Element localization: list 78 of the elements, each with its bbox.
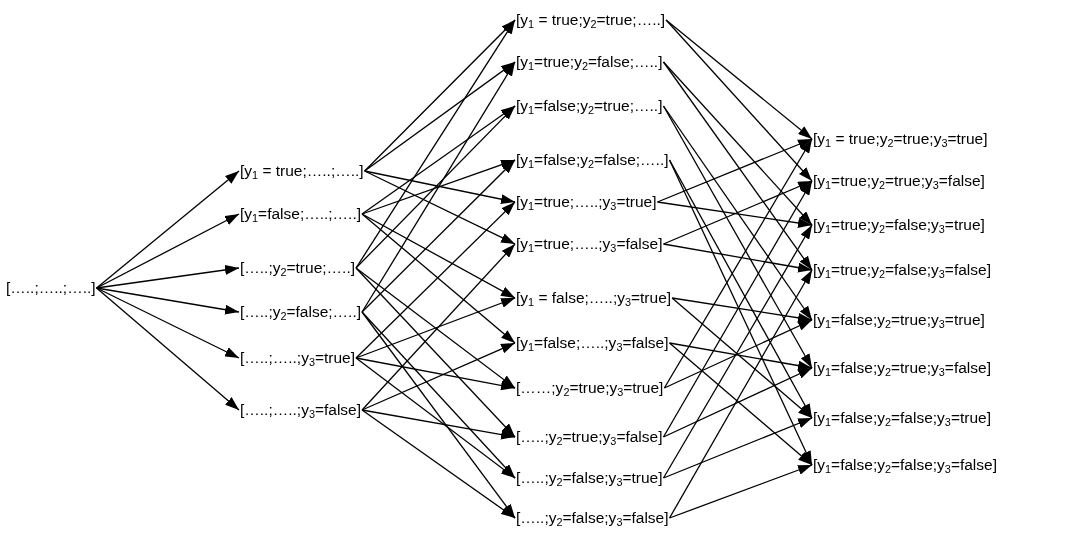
arrow <box>364 19 516 172</box>
arrow <box>361 311 516 519</box>
state-label: [y$_{1}$=true;y$_{2}$=false;…..] <box>516 53 663 71</box>
arrow <box>361 159 516 215</box>
arrow <box>656 201 813 228</box>
arrow <box>95 170 240 289</box>
arrow <box>663 138 813 389</box>
state-label: [y$_{1}$=false;y$_{2}$=false;y$_{3}$=false] <box>813 456 997 474</box>
arrow <box>668 342 813 466</box>
arrow <box>95 265 240 289</box>
state-label: [y$_{1}$=false;y$_{2}$=true;y$_{3}$=false] <box>813 359 991 377</box>
state-label: [y$_{1}$=true;y$_{2}$=false;y$_{3}$=false] <box>813 261 991 279</box>
state-label: [y$_{1}$ = false;…..;y$_{3}$=true] <box>516 289 672 307</box>
arrow <box>95 287 240 315</box>
arrow <box>355 267 516 438</box>
arrow <box>662 417 813 479</box>
arrow <box>668 464 813 519</box>
arrow <box>671 297 813 323</box>
arrow <box>668 269 813 519</box>
arrow <box>355 19 516 269</box>
arrow <box>663 319 813 389</box>
state-label: [y$_{1}$=false;…..;…..] <box>240 205 362 223</box>
state-label: […..;…..;…..] <box>6 279 96 297</box>
arrow <box>662 243 813 273</box>
arrow <box>355 297 516 359</box>
state-label: [y$_{1}$ = true;y$_{2}$=true;…..] <box>516 11 666 29</box>
arrow <box>656 138 813 203</box>
arrow <box>662 61 813 226</box>
arrow <box>662 180 813 245</box>
arrow <box>95 287 240 411</box>
arrow <box>361 342 516 411</box>
arrow <box>668 159 813 419</box>
state-label: […..;…..;y$_{3}$=true] <box>240 349 355 367</box>
arrow <box>95 287 240 359</box>
state-label: [y$_{1}$ = true;y$_{2}$=true;y$_{3}$=true] <box>813 130 988 148</box>
arrow <box>361 159 516 313</box>
state-label: […..;y$_{2}$=false;…..] <box>240 303 362 321</box>
arrow <box>355 201 516 359</box>
arrow <box>364 61 516 172</box>
arrow <box>364 170 516 205</box>
arrow <box>361 243 516 411</box>
state-label: [y$_{1}$=false;y$_{2}$=false;y$_{3}$=true] <box>813 409 991 427</box>
state-label: [y$_{1}$=false;…..;y$_{3}$=false] <box>516 334 669 352</box>
state-label: […..;y$_{2}$=false;y$_{3}$=true] <box>516 469 663 487</box>
state-label: [y$_{1}$=true;…..;y$_{3}$=false] <box>516 235 663 253</box>
state-label: [y$_{1}$=false;y$_{2}$=true;y$_{3}$=true] <box>813 311 985 329</box>
arrow <box>355 357 516 479</box>
state-label: [……;y$_{2}$=true;y$_{3}$=true] <box>516 379 664 397</box>
arrow <box>665 19 813 140</box>
arrow <box>95 213 240 289</box>
arrow <box>668 159 813 466</box>
arrow <box>361 409 516 519</box>
state-label: [y$_{1}$=true;…..;y$_{3}$=true] <box>516 193 657 211</box>
state-label: [y$_{1}$=true;y$_{2}$=false;y$_{3}$=true] <box>813 216 985 234</box>
arrow <box>364 170 516 245</box>
state-label: […..;y$_{2}$=false;y$_{3}$=false] <box>516 509 669 527</box>
arrow <box>668 342 813 371</box>
arrow <box>662 180 813 438</box>
arrow <box>662 61 813 271</box>
state-label: [y$_{1}$=true;y$_{2}$=true;y$_{3}$=false] <box>813 172 985 190</box>
state-label: [y$_{1}$=false;y$_{2}$=false;…..] <box>516 151 669 169</box>
arrow <box>662 105 813 369</box>
arrow <box>355 105 516 269</box>
arrow <box>361 213 516 344</box>
arrow <box>662 367 813 438</box>
arrow <box>355 357 516 391</box>
arrow <box>361 105 516 215</box>
arrow <box>665 19 813 182</box>
state-label: [y$_{1}$=false;y$_{2}$=true;…..] <box>516 97 663 115</box>
arrow <box>671 297 813 419</box>
state-label: […..;y$_{2}$=true;y$_{3}$=false] <box>516 428 663 446</box>
arrow <box>355 267 516 389</box>
arrow <box>662 224 813 479</box>
state-label: [y$_{1}$ = true;…..;…..] <box>240 162 364 180</box>
state-label: […..;…..;y$_{3}$=false] <box>240 401 362 419</box>
arrow <box>361 61 516 313</box>
arrow <box>361 409 516 440</box>
state-label: […..;y$_{2}$=true;…..] <box>240 259 355 277</box>
